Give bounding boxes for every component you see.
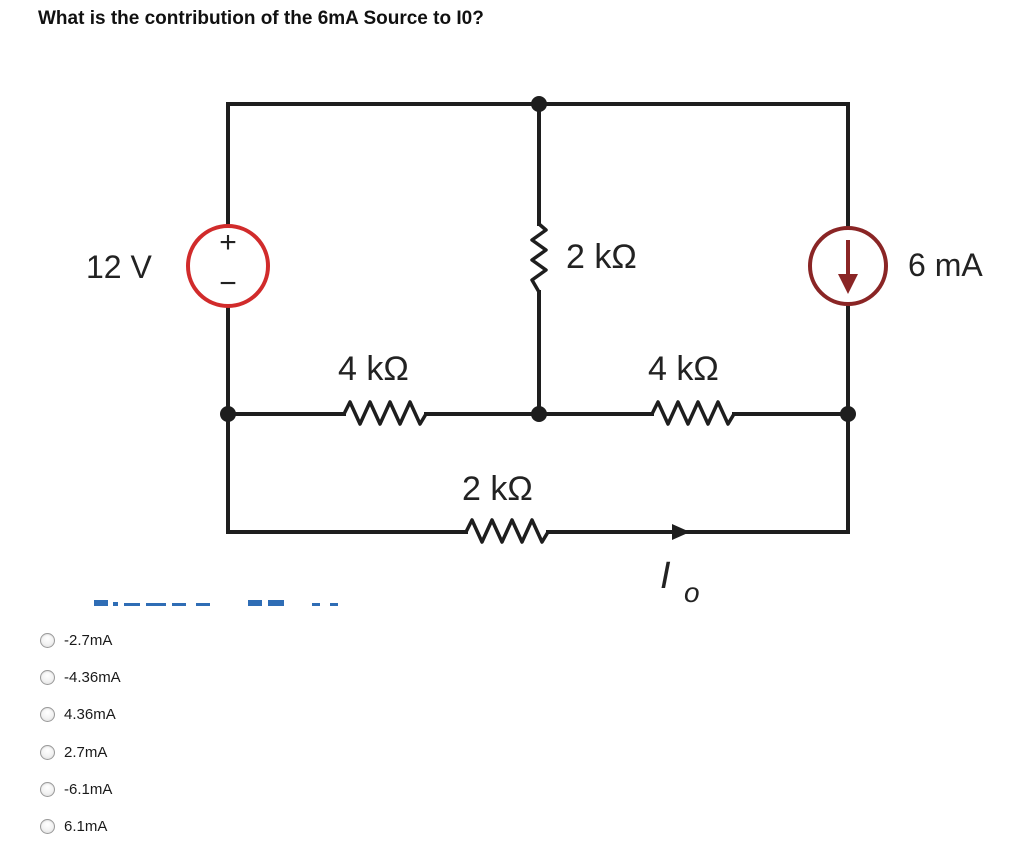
option-label: -2.7mA (64, 632, 113, 650)
resistor-left-label: 4 kΩ (338, 350, 409, 388)
node-top-middle (531, 96, 547, 112)
figure-caption-fragment (94, 600, 338, 606)
current-source-label: 6 mA (908, 247, 983, 283)
option-item[interactable]: 2.7mA (40, 734, 121, 771)
resistor-top-middle (530, 222, 548, 294)
resistor-left (342, 400, 428, 426)
question-text: What is the contribution of the 6mA Sour… (38, 8, 484, 29)
option-item[interactable]: -6.1mA (40, 771, 121, 808)
option-label: -6.1mA (64, 780, 113, 798)
answer-options: -2.7mA -4.36mA 4.36mA 2.7mA -6.1mA 6.1mA (40, 622, 121, 845)
node-center-mid (531, 406, 547, 422)
voltage-source-circle (186, 224, 270, 308)
option-item[interactable]: 6.1mA (40, 808, 121, 845)
radio-button[interactable] (40, 633, 55, 649)
radio-button[interactable] (40, 781, 55, 797)
resistor-top-middle-label: 2 kΩ (566, 238, 637, 276)
resistor-bottom-label: 2 kΩ (462, 470, 533, 508)
current-sub-symbol: o (684, 577, 700, 608)
node-left-mid (220, 406, 236, 422)
option-label: -4.36mA (64, 669, 121, 687)
voltage-source-plus: + (219, 226, 237, 259)
voltage-source-minus: − (219, 267, 237, 300)
current-main-symbol: I (660, 555, 671, 597)
node-right-mid (840, 406, 856, 422)
current-source-arrow-head (838, 274, 858, 294)
option-label: 6.1mA (64, 818, 108, 836)
current-direction-arrow (672, 524, 690, 540)
resistor-right (650, 400, 736, 426)
option-item[interactable]: 4.36mA (40, 696, 121, 733)
option-label: 4.36mA (64, 706, 116, 724)
resistor-bottom (464, 518, 550, 544)
voltage-source: + − 12 V (86, 224, 270, 308)
radio-button[interactable] (40, 744, 55, 760)
radio-button[interactable] (40, 819, 55, 835)
option-label: 2.7mA (64, 743, 108, 761)
current-label-io: I o (660, 555, 700, 608)
resistor-right-label: 4 kΩ (648, 350, 719, 388)
current-source: 6 mA (808, 226, 983, 306)
option-item[interactable]: -4.36mA (40, 659, 121, 696)
option-item[interactable]: -2.7mA (40, 622, 121, 659)
circuit-wires (226, 102, 850, 534)
radio-button[interactable] (40, 707, 55, 723)
voltage-source-label: 12 V (86, 249, 152, 285)
radio-button[interactable] (40, 670, 55, 686)
